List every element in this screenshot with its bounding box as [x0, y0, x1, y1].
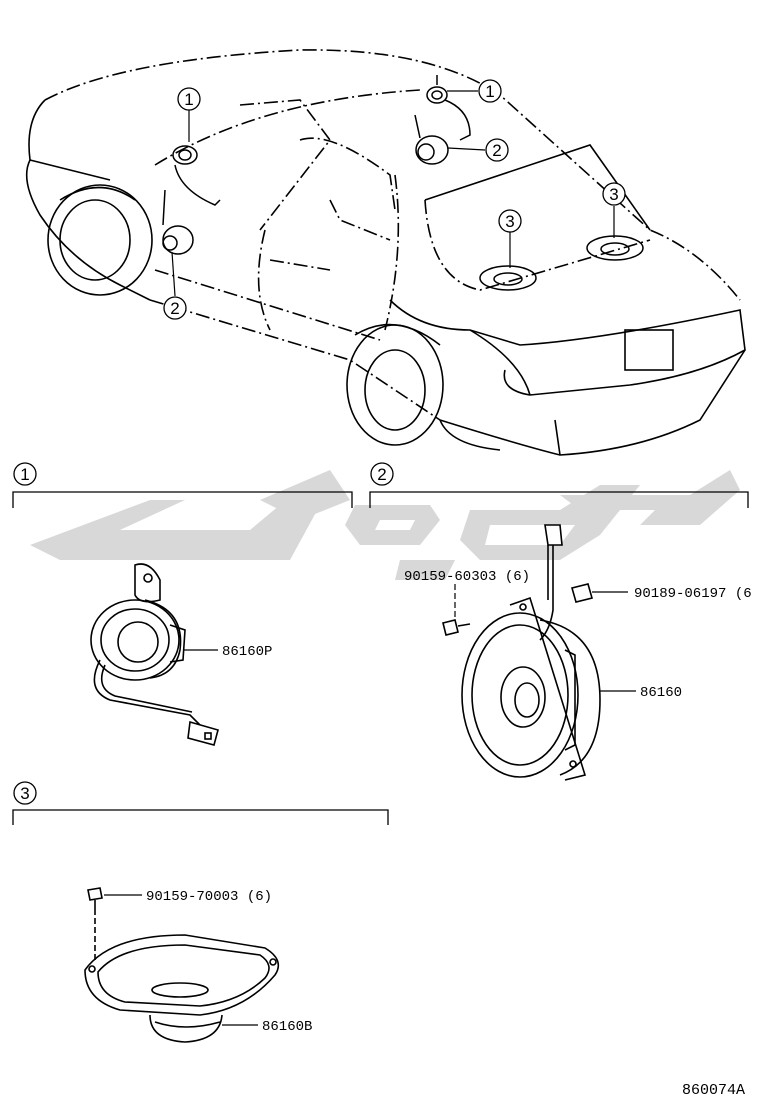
section-3-header: 3 — [12, 781, 389, 825]
svg-text:1: 1 — [184, 90, 193, 109]
part-label-90189-06197: 90189-06197 (6 — [634, 586, 752, 602]
car-speaker-deck-left — [479, 265, 537, 291]
svg-text:3: 3 — [20, 784, 29, 803]
svg-text:1: 1 — [20, 465, 29, 484]
car-speaker-deck-right — [586, 235, 644, 261]
svg-text:3: 3 — [609, 185, 618, 204]
callout-3-right: 3 — [602, 182, 626, 238]
car-speaker-front-tweeter — [172, 145, 221, 206]
svg-text:2: 2 — [377, 465, 386, 484]
part-label-86160: 86160 — [640, 685, 682, 701]
section-2-header: 2 — [369, 462, 749, 508]
front-tweeter-drawing — [90, 563, 219, 746]
rear-speaker-leaders — [104, 894, 258, 1026]
callout-2-rear: 2 — [447, 138, 509, 162]
watermark-logo — [30, 470, 740, 580]
part-label-86160P: 86160P — [222, 644, 272, 660]
callout-1-rear: 1 — [447, 79, 502, 103]
svg-text:2: 2 — [492, 141, 501, 160]
part-label-90159-70003: 90159-70003 (6) — [146, 889, 272, 905]
callout-2-front: 2 — [163, 251, 187, 320]
car-illustration — [25, 49, 746, 456]
svg-text:1: 1 — [485, 82, 494, 101]
car-speaker-rear-tweeter — [426, 75, 471, 141]
door-speaker-leaders — [454, 584, 636, 692]
callout-1-front: 1 — [177, 87, 201, 142]
part-label-90159-60303: 90159-60303 (6) — [404, 569, 530, 585]
rear-speaker-drawing — [84, 887, 280, 1043]
car-speaker-front-door — [162, 189, 194, 255]
svg-text:2: 2 — [170, 299, 179, 318]
svg-text:3: 3 — [505, 212, 514, 231]
car-speaker-rear-door — [414, 114, 449, 165]
part-label-86160B: 86160B — [262, 1019, 312, 1035]
callout-3-left: 3 — [498, 209, 522, 268]
section-1-header: 1 — [12, 462, 353, 508]
figure-code: 860074A — [682, 1082, 745, 1099]
door-speaker-drawing — [442, 524, 601, 781]
